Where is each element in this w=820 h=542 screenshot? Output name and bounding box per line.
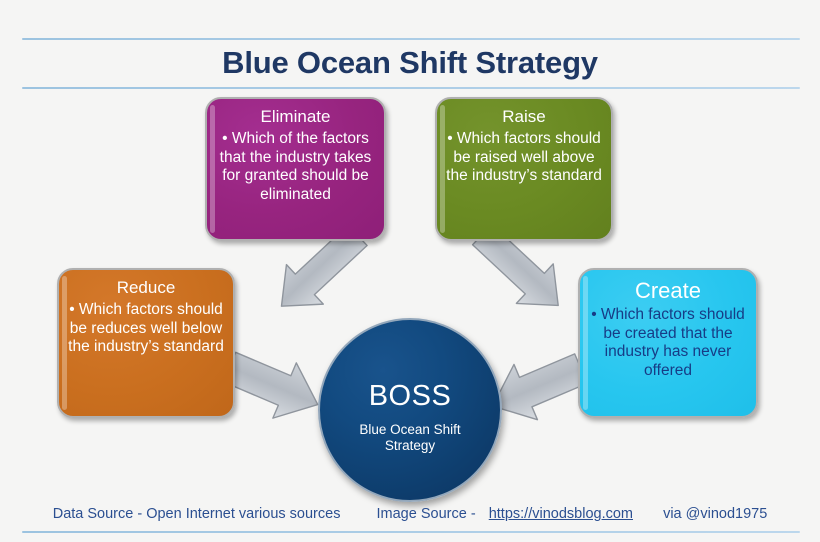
page-title: Blue Ocean Shift Strategy bbox=[222, 45, 598, 80]
boss-expansion-line2: Strategy bbox=[384, 438, 436, 453]
card-body-raise: • Which factors should be raised well ab… bbox=[446, 130, 602, 184]
strategy-card-create[interactable]: Create • Which factors should be created… bbox=[578, 268, 758, 418]
footer-data-source: Data Source - Open Internet various sour… bbox=[52, 506, 341, 522]
card-heading-create: Create bbox=[634, 278, 702, 303]
boss-expansion-line1: Blue Ocean Shift bbox=[359, 422, 461, 437]
boss-expansion: Blue Ocean Shift Strategy bbox=[359, 422, 460, 454]
center-circle-boss[interactable]: BOSS Blue Ocean Shift Strategy bbox=[318, 318, 502, 502]
strategy-card-eliminate[interactable]: Eliminate • Which of the factors that th… bbox=[205, 97, 386, 241]
card-heading-eliminate: Eliminate bbox=[260, 107, 331, 126]
header-divider-bottom bbox=[22, 87, 800, 89]
header-divider-top bbox=[22, 38, 800, 40]
card-body-eliminate: • Which of the factors that the industry… bbox=[219, 130, 372, 203]
boss-acronym: BOSS bbox=[368, 380, 452, 412]
card-heading-reduce: Reduce bbox=[116, 278, 176, 297]
footer-via-handle: via @vinod1975 bbox=[663, 506, 768, 522]
card-heading-raise: Raise bbox=[502, 107, 546, 126]
strategy-card-reduce[interactable]: Reduce • Which factors should be reduces… bbox=[57, 268, 235, 418]
footer-image-source-link[interactable]: https://vinodsblog.com bbox=[488, 506, 633, 522]
footer-image-source-label: Image Source - bbox=[376, 506, 476, 522]
card-body-create: • Which factors should be created that t… bbox=[591, 306, 745, 379]
footer: Data Source - Open Internet various sour… bbox=[0, 506, 820, 522]
strategy-card-raise[interactable]: Raise • Which factors should be raised w… bbox=[435, 97, 613, 241]
footer-divider bbox=[22, 531, 800, 533]
card-body-reduce: • Which factors should be reduces well b… bbox=[68, 301, 224, 355]
